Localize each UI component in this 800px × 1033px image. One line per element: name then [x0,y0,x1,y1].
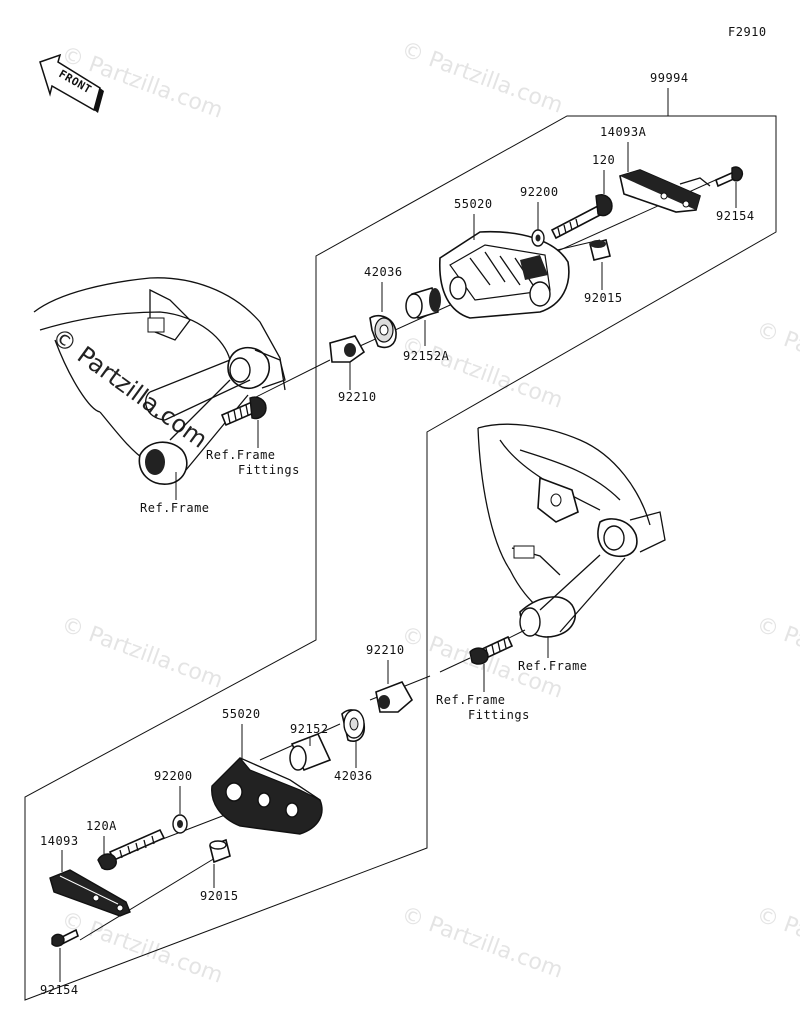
figure-id: F2910 [728,25,767,39]
watermark-2: © Partzilla.com [398,37,566,119]
watermark-6: © Partzilla.com [753,612,800,694]
frame-upper [33,277,286,485]
frame-fitting-bolt-lower [469,635,514,665]
frame-lower [477,423,666,638]
bolt-120A-lower [97,828,166,871]
label-55020-upper: 55020 [454,197,493,211]
nut-92210-lower [375,681,414,713]
label-55020-lower: 55020 [222,707,261,721]
label-14093A-upper: 14093A [600,125,647,139]
label-42036-upper: 42036 [364,265,403,279]
watermark-8: © Partzilla.com [58,907,226,989]
ref-frame-fittings-upper-line1: Ref.Frame [206,448,276,462]
ref-frame-lower: Ref.Frame [518,659,588,673]
label-92154-upper: 92154 [716,209,755,223]
label-92200-lower: 92200 [154,769,193,783]
ref-frame-upper: Ref.Frame [140,501,210,515]
bracket-14093A-upper [619,169,711,213]
bracket-14093-lower [49,869,131,917]
watermark-5: © Partzilla.com [58,612,226,694]
axis-line-lower-2 [439,657,471,673]
label-120A-lower: 120A [86,819,117,833]
ref-frame-fittings-upper-line2: Fittings [238,463,300,477]
front-arrow-icon: FRONT [39,53,104,113]
ref-frame-fittings-lower-line2: Fittings [468,708,530,722]
label-92210-lower: 92210 [366,643,405,657]
label-92152A-upper: 92152A [403,349,450,363]
ref-frame-fittings-lower-line1: Ref.Frame [436,693,506,707]
watermark-10: © Partzilla.com [753,902,800,984]
frame-fitting-bolt-upper [220,396,267,427]
sleeve-92152A-upper [405,286,441,320]
watermark-3: © Partzilla.com [753,317,800,399]
label-92152-lower: 92152 [290,722,329,736]
axis-line-upper-1 [249,359,331,401]
label-92210-upper: 92210 [338,390,377,404]
watermark-main: © Partzilla.com [46,322,212,454]
label-120-upper: 120 [592,153,615,167]
screw-92154-upper [715,166,744,188]
label-14093-lower: 14093 [40,834,79,848]
watermark-9: © Partzilla.com [398,902,566,984]
screw-92154-lower [51,928,79,947]
washer-92200-lower [172,814,188,834]
label-92200-upper: 92200 [520,185,559,199]
sleeve-92152-lower [289,732,332,772]
label-92154-lower: 92154 [40,983,79,997]
label-92015-lower: 92015 [200,889,239,903]
spacer-42036-lower [341,709,366,742]
collar-92015-lower [209,838,231,864]
assembly-outline [24,115,777,1001]
slider-55020-upper [439,230,570,319]
bolt-120-upper [550,194,613,240]
axis-line-lower-5 [79,854,221,941]
label-99994: 99994 [650,71,689,85]
collar-92015-upper [589,239,611,261]
label-92015-upper: 92015 [584,291,623,305]
label-42036-lower: 42036 [334,769,373,783]
nut-92210-upper [329,335,366,363]
watermark-4: © Partzilla.com [398,332,566,414]
slider-55020-lower [211,757,323,835]
spacer-42036-upper [369,314,397,349]
washer-92200-upper [531,229,545,247]
axis-line-lower-6 [159,814,226,841]
